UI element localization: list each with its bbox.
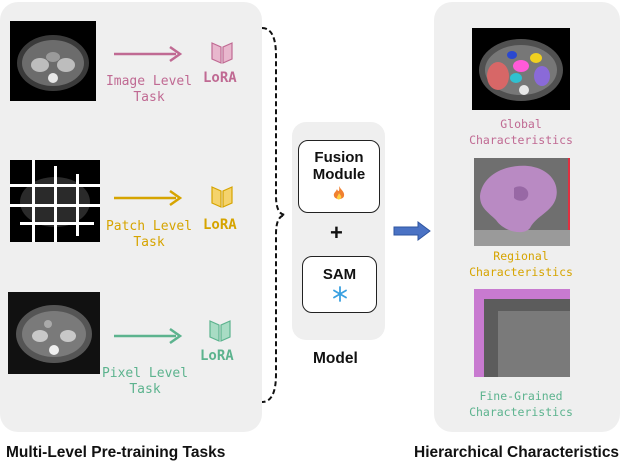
- char-label-line1: Regional: [493, 249, 549, 263]
- pretraining-caption: Multi-Level Pre-training Tasks: [6, 444, 226, 461]
- arrow-image-task: [114, 45, 183, 63]
- lora-label: LoRA: [203, 70, 237, 86]
- task-label-line1: Patch Level: [105, 219, 193, 234]
- global-characteristics-label: Global Characteristics: [446, 116, 596, 148]
- task-label-line1: Pixel Level: [101, 366, 189, 381]
- lora-icon: [209, 320, 231, 342]
- task-label-line2: Task: [129, 382, 161, 397]
- fusion-label-line1: Fusion: [314, 149, 364, 166]
- task-label-line2: Task: [133, 235, 165, 250]
- pixel-level-task-label: Pixel Level Task: [90, 366, 200, 398]
- plus-sign: +: [330, 220, 343, 245]
- model-caption: Model: [313, 350, 358, 367]
- lora-label: LoRA: [200, 348, 234, 364]
- ct-image-level: [10, 21, 96, 101]
- char-label-line2: Characteristics: [469, 265, 573, 279]
- fusion-label-line2: Module: [312, 166, 366, 183]
- lora-icon: [211, 186, 233, 208]
- patch-level-task-label: Patch Level Task: [94, 219, 204, 251]
- fine-grained-characteristics-label: Fine-Grained Characteristics: [446, 388, 596, 420]
- fine-grained-image: [474, 289, 570, 377]
- snowflake-icon: [332, 286, 347, 302]
- output-arrow: [393, 221, 431, 241]
- fusion-module-box: Fusion Module: [298, 140, 380, 213]
- lora-icon: [211, 42, 233, 64]
- ct-pixel-level: [8, 292, 100, 374]
- image-level-task-label: Image Level Task: [94, 74, 204, 106]
- char-label-line1: Fine-Grained: [479, 389, 563, 403]
- task-label-line1: Image Level: [105, 74, 193, 89]
- fire-icon: [333, 186, 345, 200]
- sam-label: SAM: [322, 266, 357, 283]
- sam-box: SAM: [302, 256, 377, 313]
- patch-grid-image: [10, 160, 100, 242]
- regional-characteristics-label: Regional Characteristics: [446, 248, 596, 280]
- task-label-line2: Task: [133, 90, 165, 105]
- dashed-brace: [261, 27, 286, 403]
- arrow-pixel-task: [114, 327, 183, 345]
- hierarchical-caption: Hierarchical Characteristics: [414, 444, 620, 461]
- char-label-line2: Characteristics: [469, 405, 573, 419]
- char-label-line1: Global: [500, 117, 542, 131]
- regional-image: [474, 158, 570, 246]
- arrow-patch-task: [114, 189, 183, 207]
- lora-label: LoRA: [203, 217, 237, 233]
- global-segmentation-image: [472, 28, 570, 110]
- char-label-line2: Characteristics: [469, 133, 573, 147]
